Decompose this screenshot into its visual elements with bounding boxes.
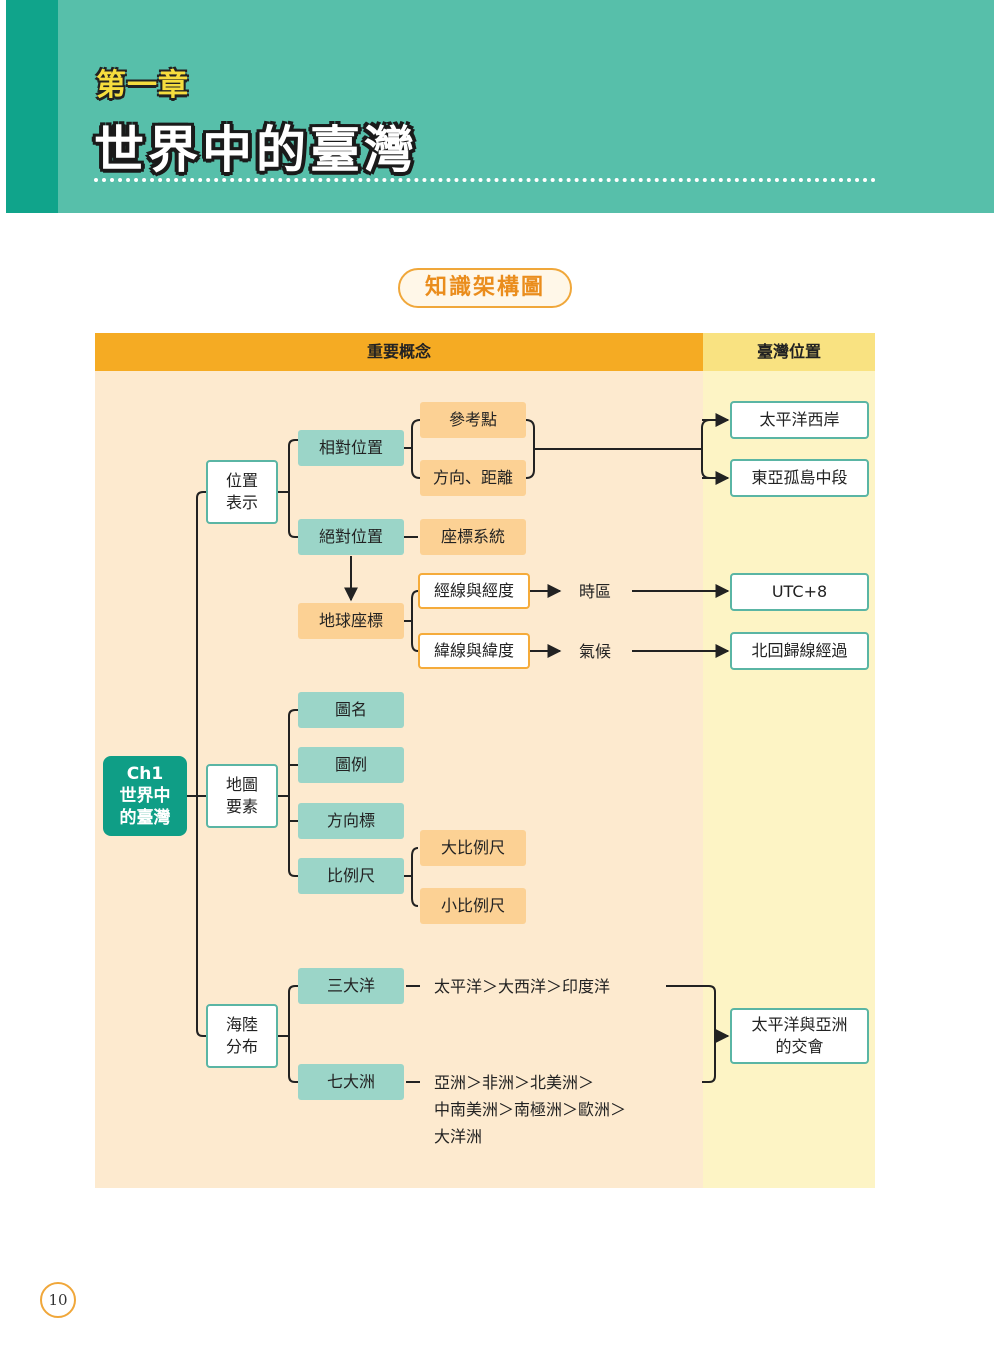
chapter-label: 第一章 [96,68,189,103]
longitude-node: 經線與經度 [418,573,530,609]
east-asia-island-node: 東亞孤島中段 [730,459,869,497]
taiwan-position-column-header: 臺灣位置 [703,333,875,371]
header-dotted-divider [94,178,876,182]
chapter-title: 世界中的臺灣 [94,121,418,179]
page-number: 10 [40,1282,76,1318]
reference-point-node: 參考點 [420,402,526,438]
tropic-of-cancer-node: 北回歸線經過 [730,632,869,670]
compass-node: 方向標 [298,803,404,839]
relative-position-node: 相對位置 [298,430,404,466]
land-sea-node: 海陸 分布 [206,1004,278,1068]
chapter-header-stripe [6,0,58,213]
climate-label: 氣候 [579,642,612,661]
position-node: 位置 表示 [206,460,278,524]
diagram-title: 知識架構圖 [398,268,572,308]
absolute-position-node: 絕對位置 [298,519,404,555]
chapter-header-band [6,0,994,213]
time-zone-label: 時區 [579,582,612,601]
earth-coordinate-node: 地球座標 [298,603,404,639]
three-oceans-node: 三大洋 [298,968,404,1004]
direction-distance-node: 方向、距離 [420,460,526,496]
coordinate-system-node: 座標系統 [420,519,526,555]
pacific-west-coast-node: 太平洋西岸 [730,401,869,439]
concepts-column-header: 重要概念 [95,333,703,371]
oceans-order-text: 太平洋＞大西洋＞印度洋 [434,977,611,996]
continents-order-text: 亞洲＞非洲＞北美洲＞ 中南美洲＞南極洲＞歐洲＞ 大洋洲 [434,1073,627,1146]
pacific-asia-junction-node: 太平洋與亞洲 的交會 [730,1008,869,1064]
map-title-node: 圖名 [298,692,404,728]
seven-continents-node: 七大洲 [298,1064,404,1100]
latitude-node: 緯線與緯度 [418,633,530,669]
large-scale-node: 大比例尺 [420,830,526,866]
legend-node: 圖例 [298,747,404,783]
chapter-node: Ch1 世界中 的臺灣 [103,756,187,836]
map-elements-node: 地圖 要素 [206,764,278,828]
scale-node: 比例尺 [298,858,404,894]
small-scale-node: 小比例尺 [420,888,526,924]
utc-node: UTC+8 [730,573,869,611]
